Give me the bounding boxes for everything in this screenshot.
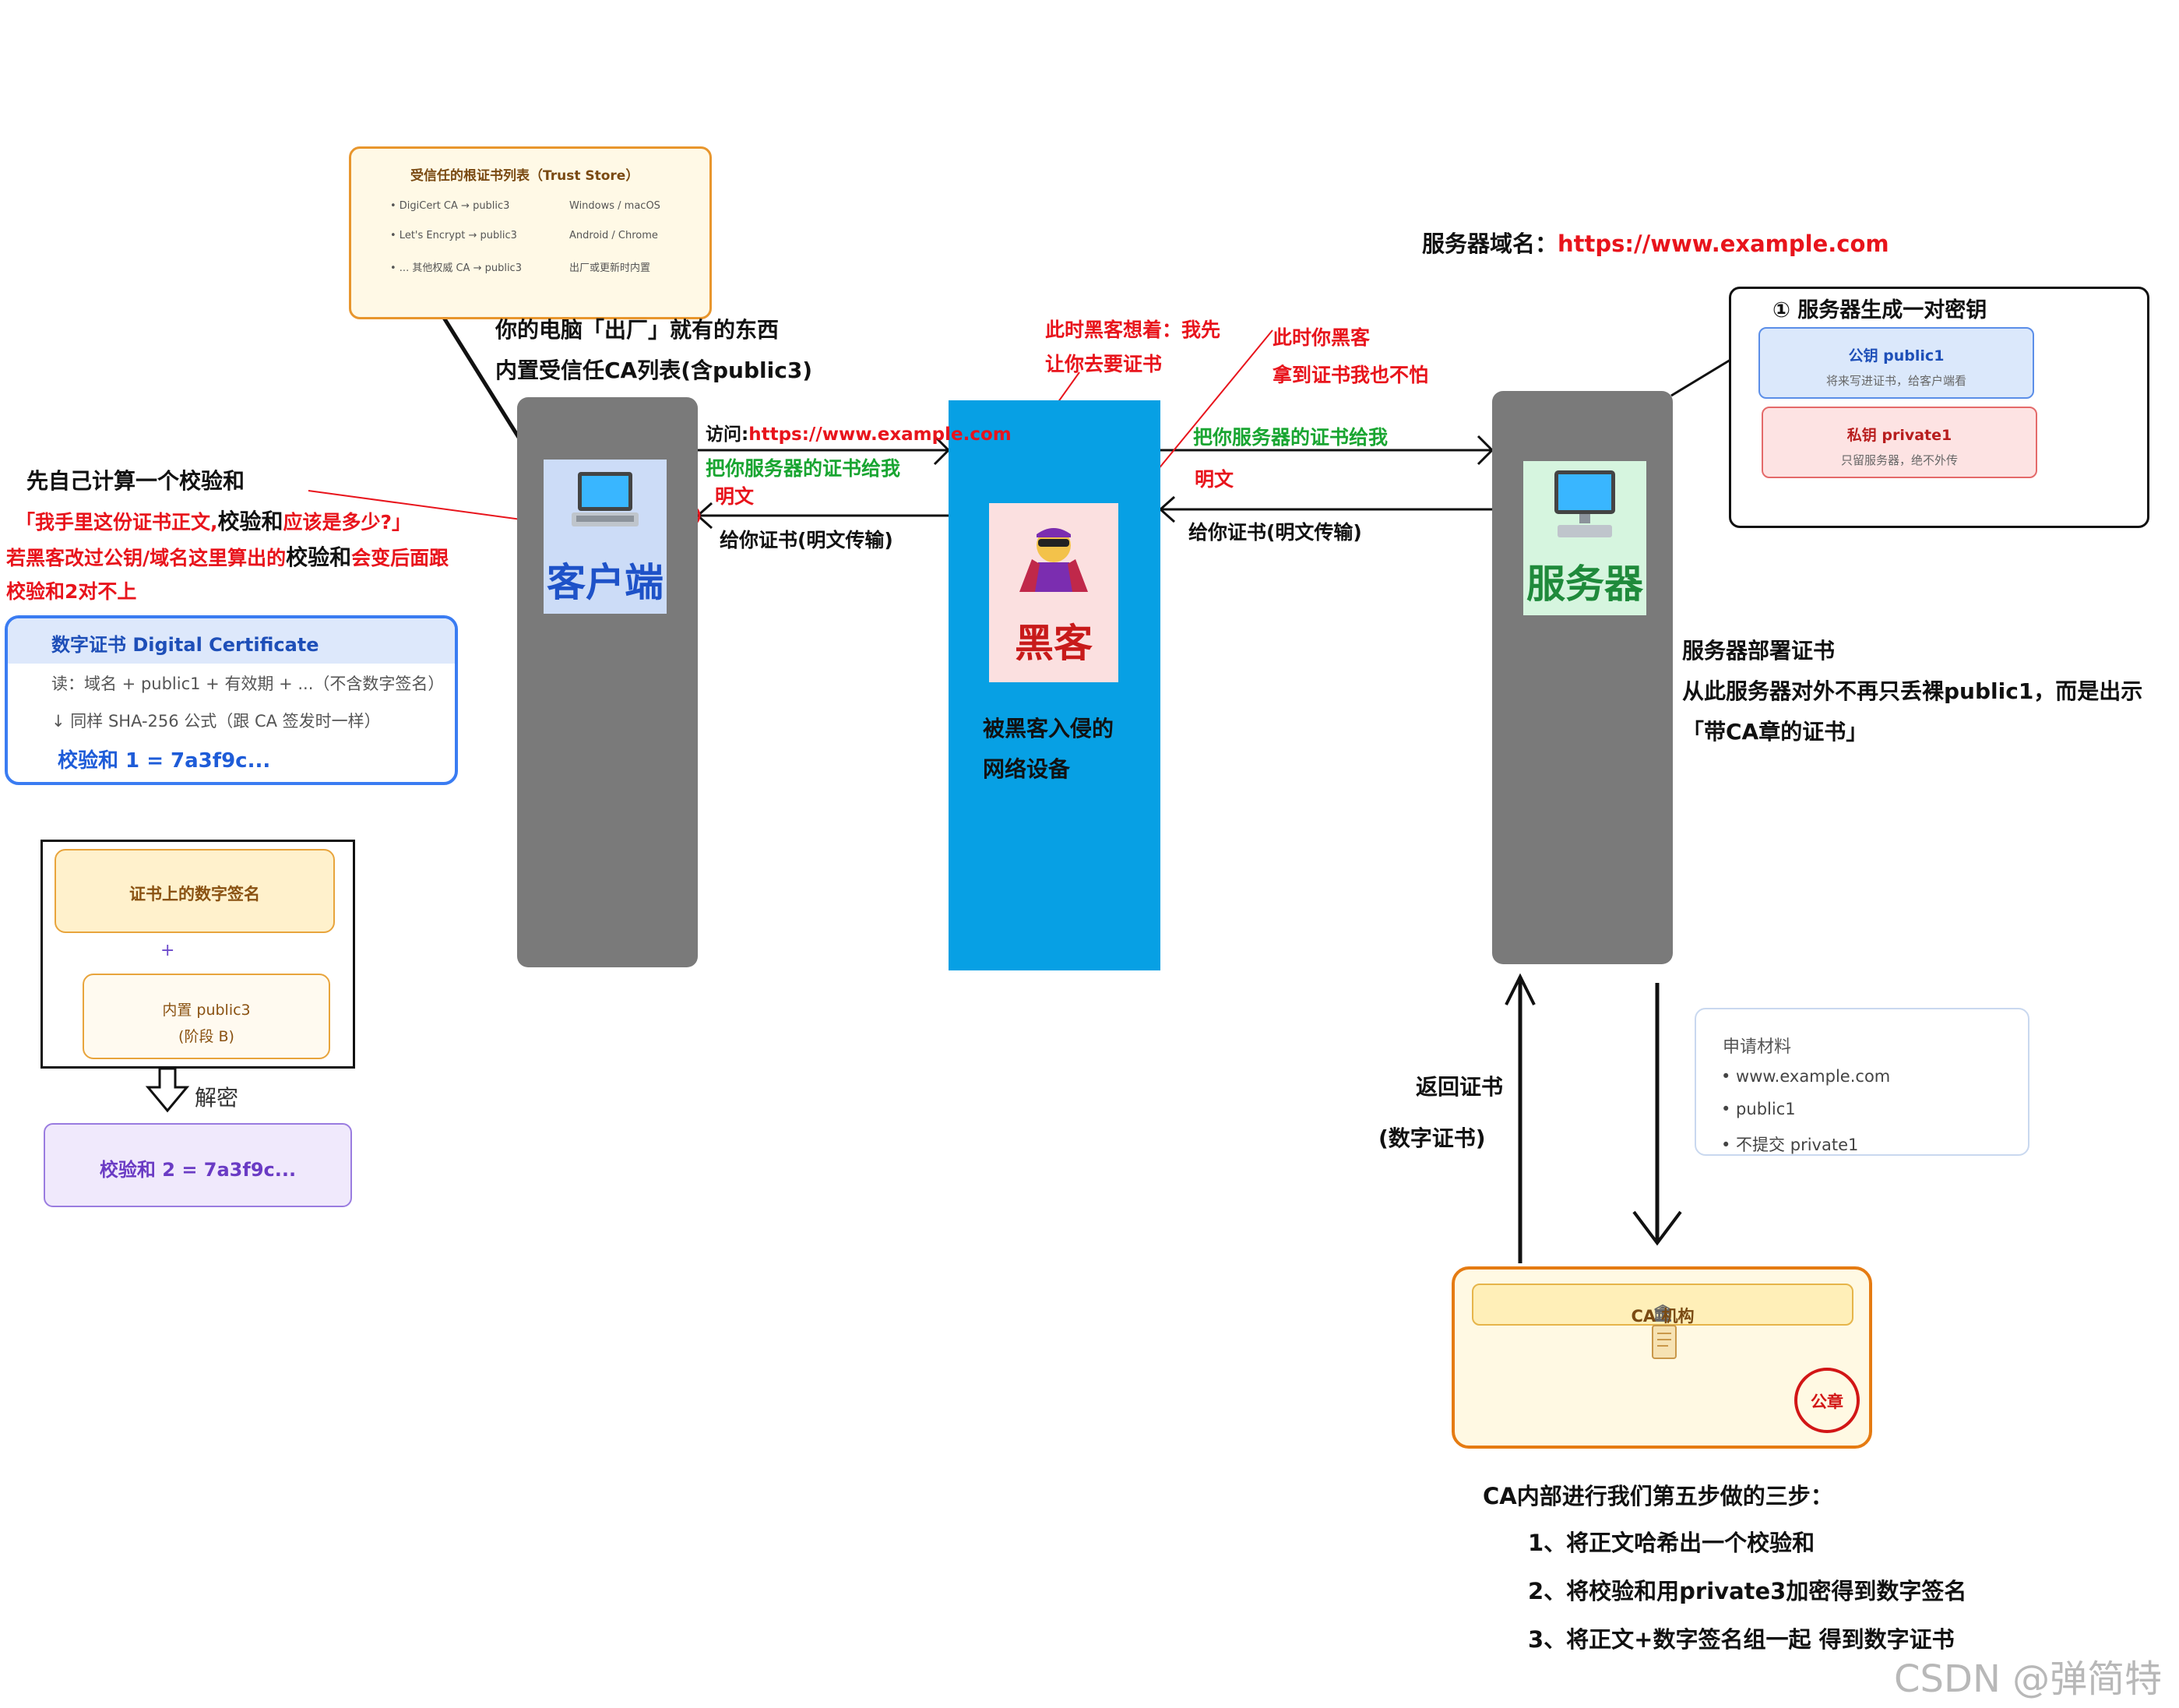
ca-step-2: 2、将校验和用private3加密得到数字签名: [1528, 1578, 1967, 1604]
apply-arrowhead: [1632, 1210, 1682, 1246]
hacker-device-line-1: 被黑客入侵的: [983, 716, 1114, 741]
hacker-fear-line-2: 拿到证书我也不怕: [1273, 364, 1429, 386]
left-note-line-1: 先自己计算一个校验和: [26, 468, 245, 494]
server-domain-url: https://www.example.com: [1558, 231, 1889, 257]
apply-materials-box: 申请材料 • www.example.com • public1 • 不提交 p…: [1695, 1008, 2029, 1156]
return-cert-arrowhead: [1505, 973, 1536, 1005]
left-note-line-2-red-a: 「我手里这份证书正文,: [16, 511, 218, 534]
decrypt-label: 解密: [195, 1085, 239, 1111]
ca-step-1: 1、将正文哈希出一个校验和: [1528, 1530, 1815, 1556]
private-key-desc: 只留服务器，绝不外传: [1840, 453, 1958, 467]
server-deploy-line-2: 从此服务器对外不再只丢裸public1，而是出示: [1682, 678, 2143, 704]
left-note-line-3: 若黑客改过公钥/域名这里算出的校验和会变后面跟: [6, 541, 449, 572]
checksum-2: 校验和 2 = 7a3f9c...: [99, 1159, 297, 1181]
public-key-title: 公钥 public1: [1848, 347, 1945, 364]
public-key-desc: 将来写进证书，给客户端看: [1825, 374, 1966, 388]
digital-certificate-read-line: 读：域名 + public1 + 有效期 + ...（不含数字签名）: [51, 674, 445, 693]
hacker-label: 黑客: [1015, 621, 1093, 666]
trust-store-row-1: • DigiCert CA → public3: [390, 200, 510, 212]
server-card: 服务器: [1523, 461, 1646, 615]
public3-line-2: (阶段 B): [178, 1028, 234, 1045]
server-deploy-line-1: 服务器部署证书: [1682, 638, 1836, 664]
return-cert-line-2: (数字证书): [1378, 1125, 1486, 1151]
digital-certificate-header: 数字证书 Digital Certificate: [8, 618, 455, 664]
public3-line-1: 内置 public3: [162, 1002, 251, 1019]
server-deploy-line-3: 「带CA章的证书」: [1682, 719, 1868, 745]
ca-seal: 公章: [1794, 1368, 1860, 1433]
ca-step-3: 3、将正文+数字签名组一起 得到数字证书: [1528, 1626, 1955, 1653]
left-note-line-3-black: 校验和: [286, 544, 352, 570]
public3-box: 内置 public3 (阶段 B): [83, 974, 330, 1059]
plus-sign: +: [160, 941, 175, 960]
hacker-give-cert-label: 给你证书(明文传输): [1188, 521, 1362, 544]
trust-store-row-2: • Let's Encrypt → public3: [390, 230, 517, 241]
digital-certificate-title: 数字证书 Digital Certificate: [51, 634, 319, 656]
client-note-line-1: 你的电脑「出厂」就有的东西: [495, 317, 780, 343]
server-keypair-line: [1670, 358, 1731, 397]
hacker-thought-line-1: 此时黑客想着：我先: [1045, 319, 1221, 341]
ca-title: CA 机构: [1631, 1307, 1695, 1326]
apply-title: 申请材料: [1723, 1037, 1792, 1057]
left-note-line-3-red-a: 若黑客改过公钥/域名这里算出的: [6, 547, 287, 569]
left-note-line-2-black: 校验和: [217, 509, 283, 534]
left-note-line-2-red-b: 应该是多少?」: [283, 511, 412, 534]
left-note-line-4: 校验和2对不上: [6, 580, 137, 603]
signature-box: 证书上的数字签名: [55, 849, 335, 933]
ca-steps-heading: CA内部进行我们第五步做的三步：: [1483, 1483, 1833, 1509]
checksum-2-box: 校验和 2 = 7a3f9c...: [44, 1123, 352, 1207]
client-request-cert-label: 把你服务器的证书给我: [706, 457, 901, 480]
client-card: 客户端: [544, 460, 667, 614]
trust-store-row-3-platform: 出厂或更新时内置: [569, 262, 651, 274]
villain-icon: [1019, 528, 1088, 592]
visit-url: https://www.example.com: [748, 424, 1012, 445]
scroll-icon: [1652, 1325, 1677, 1359]
laptop-icon: [572, 472, 639, 526]
keypair-title: ① 服务器生成一对密钥: [1772, 298, 1987, 322]
hacker-thought-line-2: 让你去要证书: [1045, 353, 1163, 375]
server-label: 服务器: [1526, 562, 1643, 607]
apply-item-public1: • public1: [1721, 1100, 1796, 1118]
return-cert-line-1: 返回证书: [1416, 1074, 1504, 1100]
server-domain-label: 服务器域名：: [1422, 231, 1558, 257]
trust-store-row-1-platform: Windows / macOS: [569, 200, 660, 212]
hacker-device-line-2: 网络设备: [983, 756, 1071, 782]
trust-store-box: 受信任的根证书列表（Trust Store） • DigiCert CA → p…: [349, 146, 712, 319]
client-note-line-2: 内置受信任CA列表(含public3): [495, 357, 813, 383]
public-key-box: 公钥 public1 将来写进证书，给客户端看: [1758, 327, 2034, 399]
left-note-line-2: 「我手里这份证书正文,校验和应该是多少?」: [16, 505, 411, 536]
private-key-title: 私钥 private1: [1846, 427, 1952, 444]
visit-label: 访问:https://www.example.com: [706, 419, 1012, 445]
left-note-pointer: [308, 490, 551, 524]
server-to-hacker-arrowhead: [1158, 495, 1175, 523]
hacker-card: 黑客: [989, 503, 1118, 682]
signature-label: 证书上的数字签名: [129, 885, 260, 903]
decrypt-arrow: [145, 1067, 190, 1113]
server-domain: 服务器域名：https://www.example.com: [1422, 226, 1889, 259]
desktop-icon: [1554, 470, 1615, 537]
watermark: CSDN @弹简特: [1894, 1657, 2163, 1701]
trust-store-title: 受信任的根证书列表（Trust Store）: [410, 168, 639, 184]
hacker-to-client-arrowhead: [695, 502, 713, 530]
apply-item-domain: • www.example.com: [1721, 1067, 1891, 1086]
private-key-box: 私钥 private1 只留服务器，绝不外传: [1762, 407, 2037, 478]
hacker-plaintext-label: 明文: [1195, 468, 1234, 491]
client-plaintext-label: 明文: [715, 485, 755, 508]
client-label: 客户端: [547, 560, 664, 605]
hacker-network-device: [949, 400, 1160, 970]
ca-title-bar: 🏛 CA 机构: [1472, 1284, 1853, 1326]
ca-seal-label: 公章: [1811, 1393, 1843, 1411]
digital-certificate-card: 数字证书 Digital Certificate 读：域名 + public1 …: [5, 615, 458, 785]
hacker-fear-line-1: 此时你黑客: [1273, 326, 1371, 349]
visit-prefix: 访问:: [706, 424, 749, 445]
apply-item-private1: • 不提交 private1: [1721, 1136, 1859, 1154]
checksum-1: 校验和 1 = 7a3f9c...: [58, 749, 271, 773]
bank-icon: 🏛: [1652, 1304, 1674, 1322]
left-note-line-3-red-b: 会变后面跟: [351, 547, 449, 569]
digital-certificate-hash-line: ↓ 同样 SHA-256 公式（跟 CA 签发时一样）: [51, 712, 381, 731]
hacker-request-cert-label: 把你服务器的证书给我: [1193, 426, 1389, 449]
client-give-cert-label: 给你证书(明文传输): [720, 529, 893, 551]
trust-store-row-3: • ... 其他权威 CA → public3: [390, 262, 522, 274]
trust-store-row-2-platform: Android / Chrome: [569, 230, 658, 241]
